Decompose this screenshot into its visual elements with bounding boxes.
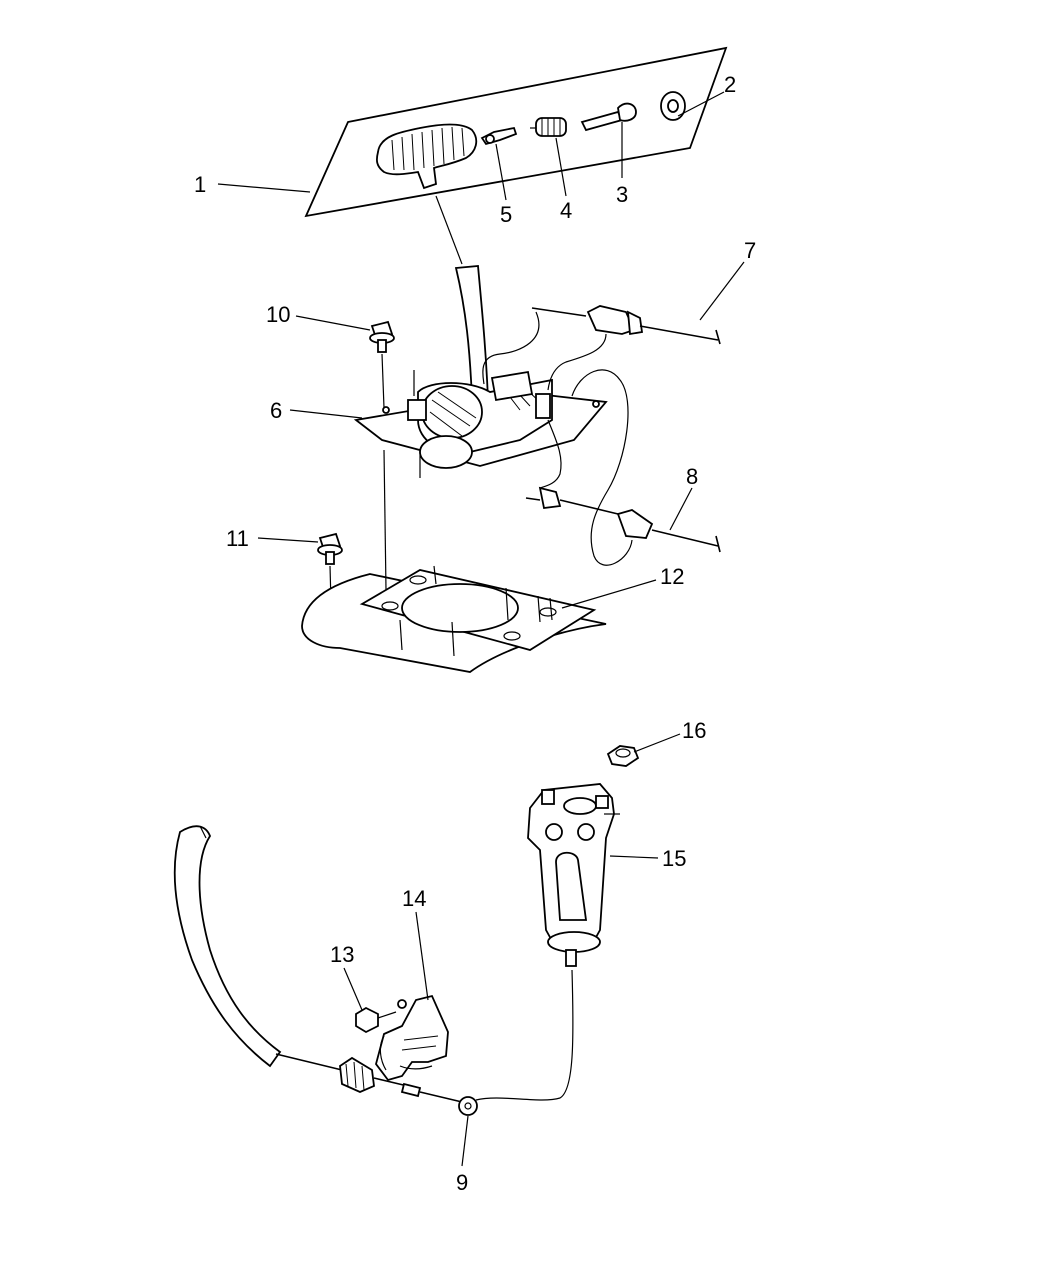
callout-10: 10 xyxy=(266,302,290,327)
clip-part-5 xyxy=(480,126,518,146)
callout-2: 2 xyxy=(724,72,736,97)
boot-and-parts-panel xyxy=(304,46,728,218)
bracket-part-15 xyxy=(527,783,620,967)
callout-labels: 1 2 3 4 5 6 7 8 9 10 11 12 13 14 15 16 xyxy=(194,72,756,1195)
callout-3: 3 xyxy=(616,182,628,207)
bracket-part-14 xyxy=(375,994,449,1082)
shift-cable-lower xyxy=(173,825,574,1116)
callout-6: 6 xyxy=(270,398,282,423)
callout-13: 13 xyxy=(330,942,354,967)
bolt-part-10 xyxy=(369,320,395,409)
callout-16: 16 xyxy=(682,718,706,743)
cable-part-8 xyxy=(525,369,721,566)
callout-14: 14 xyxy=(402,886,426,911)
pin-part-3 xyxy=(580,102,637,132)
shift-boot xyxy=(376,123,478,190)
callout-5: 5 xyxy=(500,202,512,227)
callout-9: 9 xyxy=(456,1170,468,1195)
callout-1: 1 xyxy=(194,172,206,197)
nut-part-16 xyxy=(606,745,640,767)
grommet-part-2 xyxy=(660,91,686,121)
callout-15: 15 xyxy=(662,846,686,871)
callout-11: 11 xyxy=(226,526,249,551)
bolt-part-13 xyxy=(355,1006,397,1034)
gasket-and-floor-pan xyxy=(301,449,607,673)
callout-8: 8 xyxy=(686,464,698,489)
callout-12: 12 xyxy=(660,564,684,589)
cable-part-7 xyxy=(482,305,721,391)
spring-part-4 xyxy=(530,117,567,137)
leader-lines xyxy=(217,91,745,1167)
shifter-assembly xyxy=(353,195,608,478)
callout-7: 7 xyxy=(744,238,756,263)
callout-4: 4 xyxy=(560,198,572,223)
